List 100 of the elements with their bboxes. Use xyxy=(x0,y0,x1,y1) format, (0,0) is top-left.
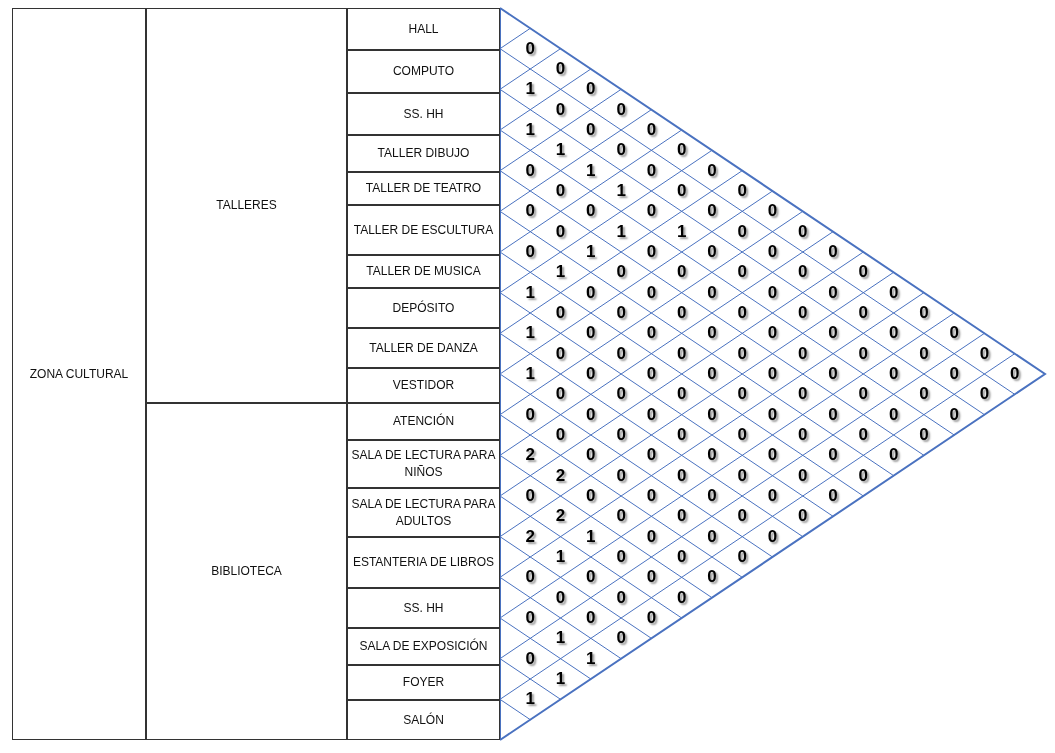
space-cell xyxy=(347,665,500,700)
relationship-value: 0 xyxy=(737,182,747,200)
space-cell xyxy=(347,93,500,135)
relationship-value: 0 xyxy=(586,324,596,343)
relationship-value: 0 xyxy=(555,426,566,444)
relationship-value: 0 xyxy=(555,60,566,78)
relationship-value: 0 xyxy=(737,385,747,404)
relationship-value: 0 xyxy=(707,405,717,424)
relationship-value: 0 xyxy=(586,80,596,99)
relationship-value: 0 xyxy=(798,507,808,526)
relationship-value: 0 xyxy=(646,243,657,261)
relationship-value: 0 xyxy=(616,100,626,119)
cell-text: SS. HH xyxy=(402,105,445,123)
zone-cell xyxy=(12,8,146,740)
relationship-value: 0 xyxy=(949,365,959,383)
relationship-value: 1 xyxy=(616,222,626,241)
relationship-value: 0 xyxy=(737,466,747,485)
relationship-value: 0 xyxy=(525,649,535,668)
relationship-value: 0 xyxy=(676,507,687,526)
cell-text: TALLER DE ESCULTURA xyxy=(352,221,495,239)
relationship-value: 0 xyxy=(707,487,717,505)
space-cell xyxy=(347,700,500,740)
cell-text: SALÓN xyxy=(402,711,445,729)
relationship-value: 0 xyxy=(707,568,717,587)
relationship-value: 0 xyxy=(798,344,808,363)
relationship-value: 0 xyxy=(798,466,808,485)
relationship-value: 0 xyxy=(555,182,566,200)
relationship-value: 0 xyxy=(707,283,717,302)
relationship-value: 0 xyxy=(828,324,838,343)
relationship-value: 0 xyxy=(949,324,959,343)
relationship-value: 0 xyxy=(767,243,778,261)
relationship-value: 0 xyxy=(676,385,687,404)
relationship-value: 0 xyxy=(616,466,626,485)
relationship-value: 0 xyxy=(707,365,717,383)
relationship-value: 0 xyxy=(737,507,747,526)
relationship-value: 0 xyxy=(586,202,596,221)
relationship-value: 0 xyxy=(828,487,838,505)
relationship-value: 0 xyxy=(525,487,535,505)
relationship-value: 0 xyxy=(646,121,657,139)
relationship-value: 0 xyxy=(555,385,566,404)
relationship-value: 1 xyxy=(525,80,535,99)
cell-text: BIBLIOTECA xyxy=(210,563,283,580)
relationship-value: 0 xyxy=(525,568,535,587)
relationship-value: 0 xyxy=(586,487,596,505)
relationship-value: 1 xyxy=(555,263,566,282)
relationship-value: 0 xyxy=(767,324,778,343)
relationship-value: 1 xyxy=(586,649,596,668)
cell-text: TALLER DE MUSICA xyxy=(365,263,482,280)
space-cell xyxy=(347,328,500,368)
relationship-value: 0 xyxy=(676,141,687,160)
cell-text: ESTANTERIA DE LIBROS xyxy=(351,554,496,571)
relationship-value: 0 xyxy=(586,609,596,627)
relationship-value: 0 xyxy=(737,426,747,444)
relationship-value: 0 xyxy=(979,385,990,404)
relationship-value: 0 xyxy=(888,324,899,343)
relationship-value: 0 xyxy=(646,487,657,505)
relationship-value: 0 xyxy=(919,426,929,444)
relationship-value: 0 xyxy=(616,141,626,160)
space-cell xyxy=(347,135,500,172)
relationship-value: 0 xyxy=(707,324,717,343)
relationship-value: 0 xyxy=(767,365,778,383)
relationship-value: 1 xyxy=(525,283,535,302)
relationship-value: 0 xyxy=(707,202,717,221)
relationship-value: 1 xyxy=(616,182,626,200)
relationship-value: 0 xyxy=(1010,365,1020,383)
relationship-value: 0 xyxy=(586,405,596,424)
relationship-value: 0 xyxy=(616,507,626,526)
space-cell xyxy=(347,403,500,440)
relationship-value: 0 xyxy=(646,609,657,627)
cell-text: VESTIDOR xyxy=(391,377,456,394)
relationship-value: 0 xyxy=(616,629,626,648)
relationship-value: 0 xyxy=(616,263,626,282)
space-cell xyxy=(347,205,500,255)
relationship-value: 0 xyxy=(555,304,566,322)
relationship-value: 1 xyxy=(586,161,596,180)
relationship-value: 0 xyxy=(858,304,869,322)
relationship-value: 0 xyxy=(888,446,899,465)
relationship-value: 0 xyxy=(586,365,596,383)
group-cell xyxy=(146,403,347,740)
relationship-value: 0 xyxy=(919,344,929,363)
relationship-value: 0 xyxy=(707,161,717,180)
relationship-value: 1 xyxy=(676,222,687,241)
space-cell xyxy=(347,255,500,288)
relationship-value: 0 xyxy=(737,304,747,322)
relationship-value: 0 xyxy=(616,344,626,363)
relationship-value: 0 xyxy=(858,385,869,404)
cell-text: SALA DE LECTURA PARA NIÑOS xyxy=(350,447,497,481)
space-cell xyxy=(347,288,500,328)
relationship-value: 0 xyxy=(616,385,626,404)
relationship-value: 0 xyxy=(737,548,747,566)
relationship-value: 0 xyxy=(798,222,808,241)
relationship-value: 0 xyxy=(828,365,838,383)
relationship-value: 0 xyxy=(676,426,687,444)
cell-text: HALL xyxy=(407,20,440,38)
relationship-value: 0 xyxy=(586,283,596,302)
relationship-value: 0 xyxy=(646,527,657,546)
relationship-value: 0 xyxy=(555,588,566,607)
relationship-value: 0 xyxy=(525,609,535,627)
relationship-value: 0 xyxy=(828,243,838,261)
relationship-value: 0 xyxy=(737,263,747,282)
